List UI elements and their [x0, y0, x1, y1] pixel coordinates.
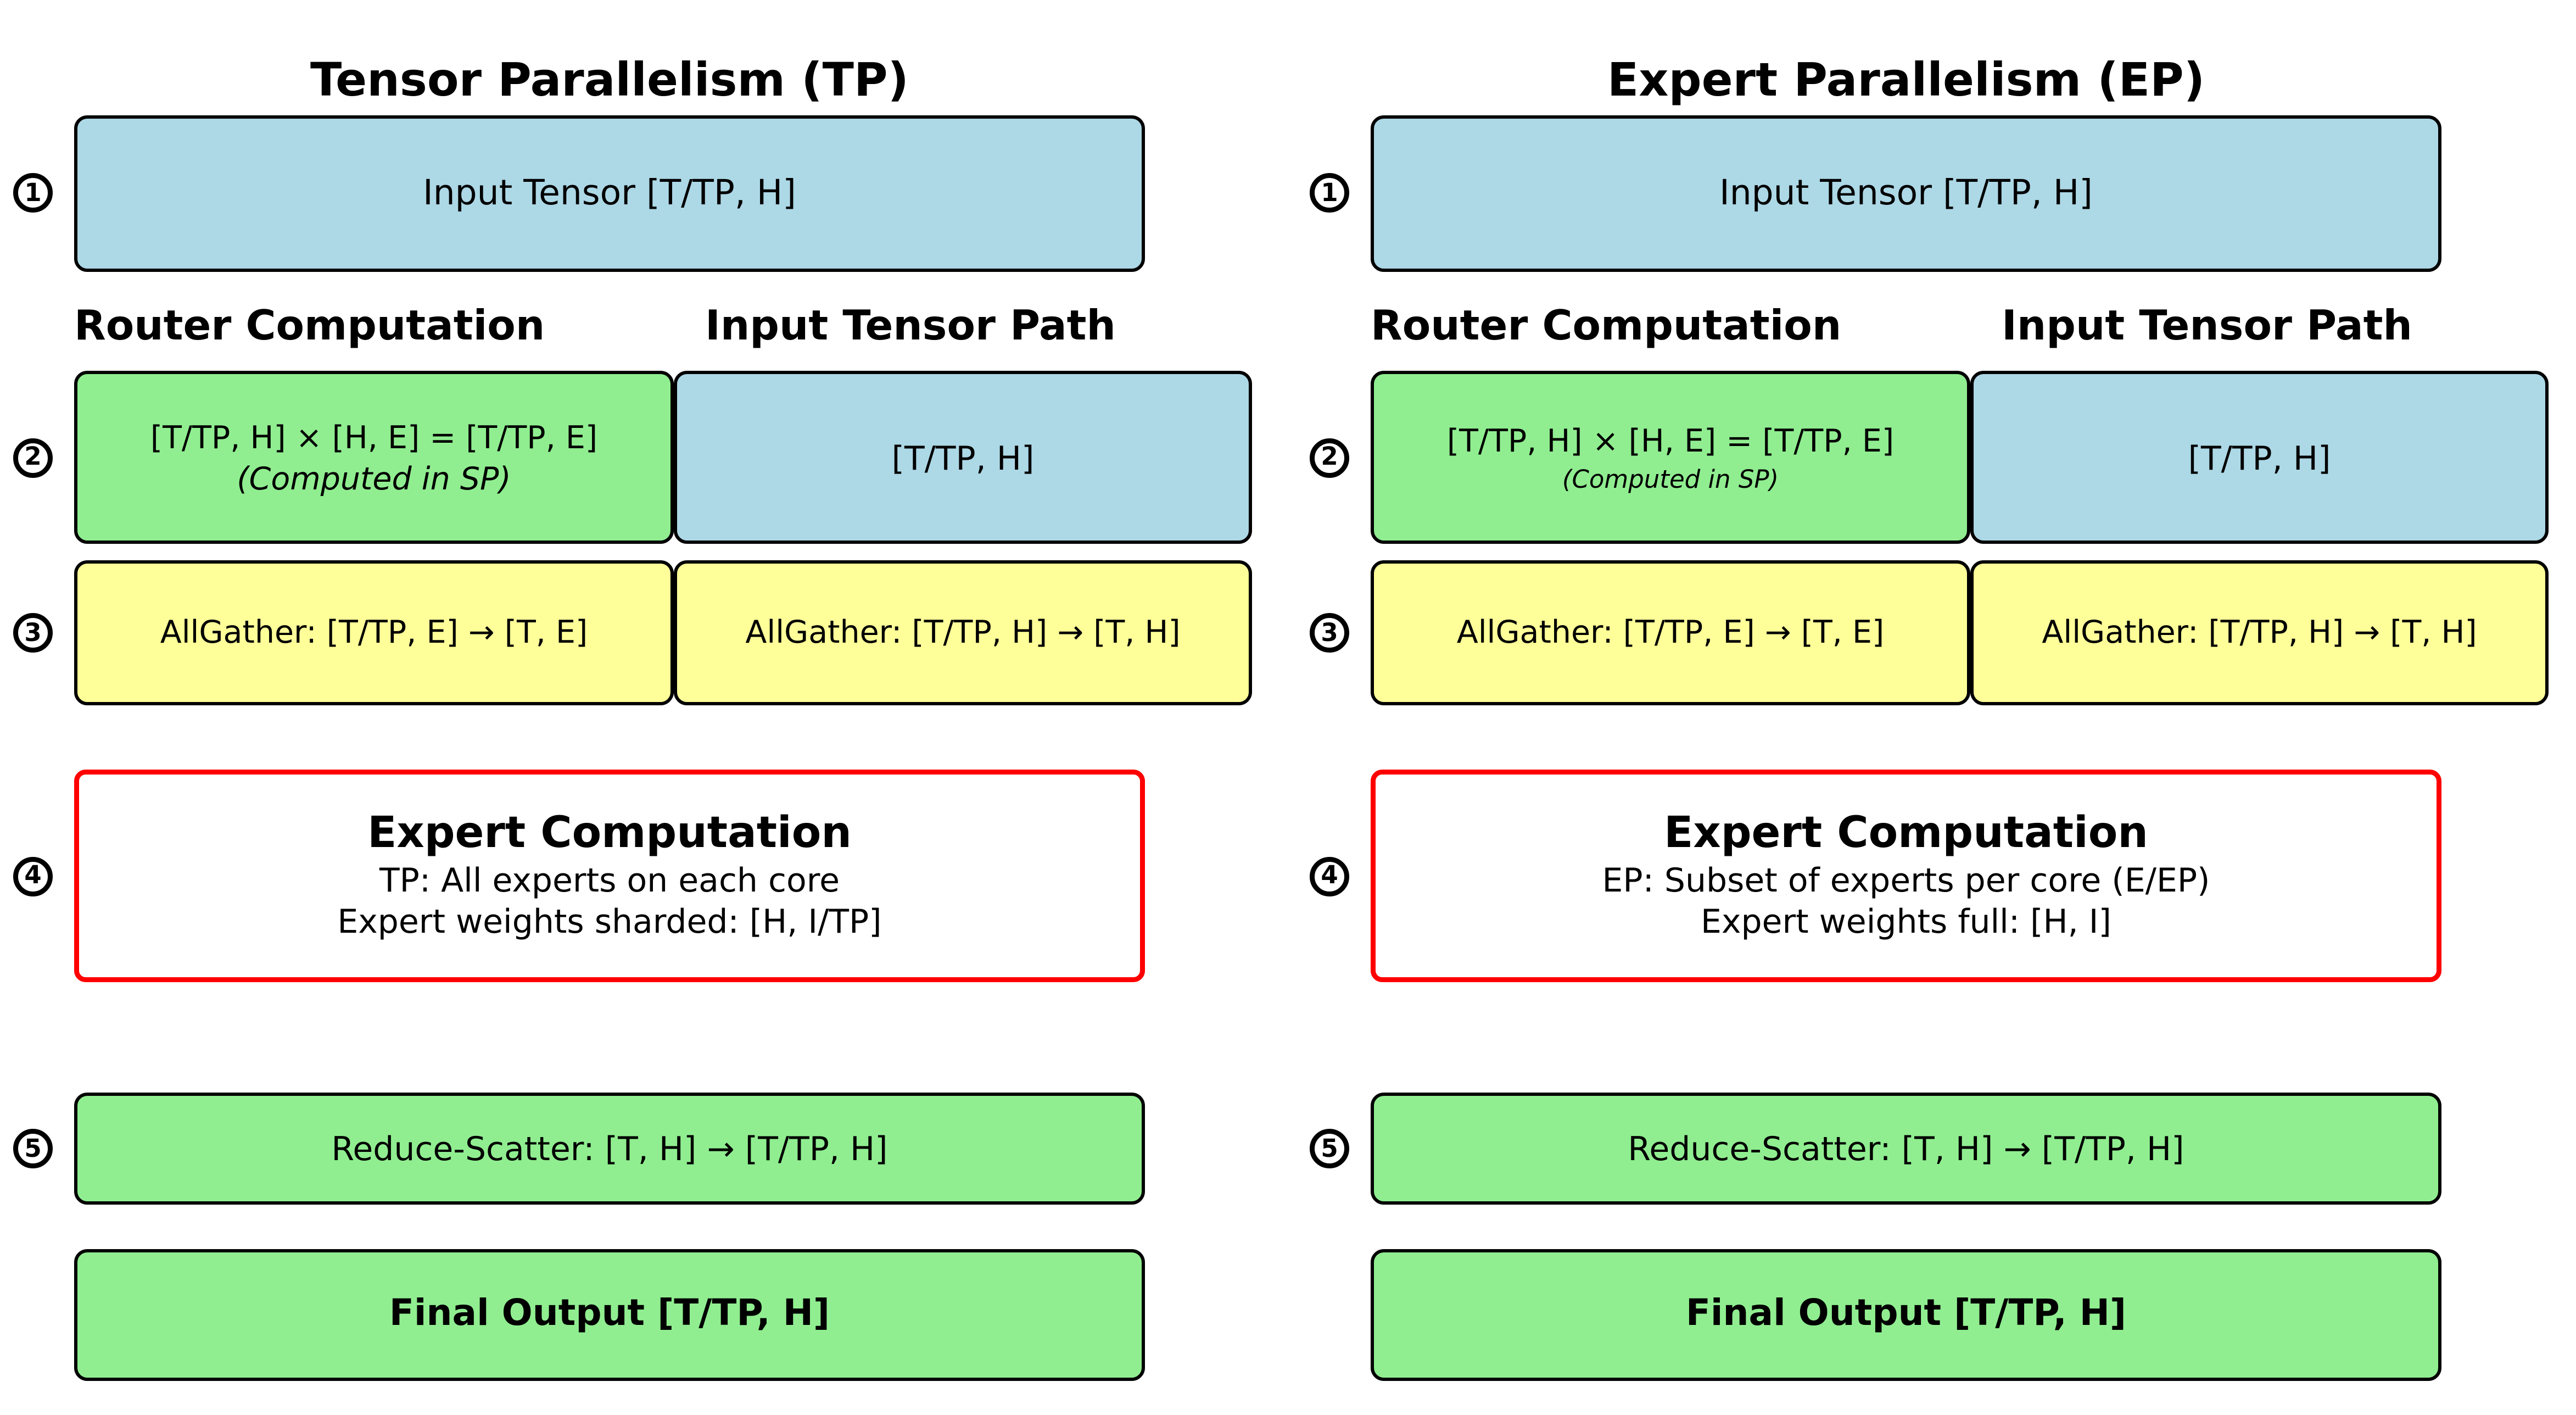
ep-input-tensor-box: Input Tensor [T/TP, H]: [1371, 115, 2441, 272]
tp-step-3-badge: 3: [13, 613, 53, 653]
ep-step-5-badge: 5: [1310, 1129, 1349, 1168]
ep-expert-line2: Expert weights full: [H, I]: [1701, 901, 2111, 941]
ep-final-output-label: Final Output [T/TP, H]: [1685, 1293, 2127, 1335]
tp-router-note: (Computed in SP): [237, 460, 511, 497]
tp-path-allgather-box: AllGather: [T/TP, H] → [T, H]: [674, 560, 1252, 705]
tp-router-computation-box: [T/TP, H] × [H, E] = [T/TP, E] (Computed…: [74, 371, 674, 544]
tp-router-formula: [T/TP, H] × [H, E] = [T/TP, E]: [150, 419, 598, 456]
ep-reduce-scatter-label: Reduce-Scatter: [T, H] → [T/TP, H]: [1628, 1129, 2184, 1168]
ep-input-tensor-path-header: Input Tensor Path: [2002, 302, 2412, 349]
tp-final-output-label: Final Output [T/TP, H]: [389, 1293, 830, 1335]
ep-path-allgather-box: AllGather: [T/TP, H] → [T, H]: [1970, 560, 2549, 705]
ep-column-title: Expert Parallelism (EP): [1607, 53, 2205, 107]
tp-input-tensor-path-header: Input Tensor Path: [705, 302, 1116, 349]
tp-step-2-badge: 2: [13, 437, 53, 477]
step-number: 3: [24, 617, 42, 647]
ep-router-allgather-label: AllGather: [T/TP, E] → [T, E]: [1456, 614, 1885, 650]
ep-expert-computation-box: Expert Computation EP: Subset of experts…: [1371, 770, 2441, 982]
ep-step-2-badge: 2: [1310, 437, 1349, 477]
ep-step-1-badge: 1: [1310, 173, 1349, 213]
tp-final-output-box: Final Output [T/TP, H]: [74, 1249, 1145, 1381]
tp-expert-computation-title: Expert Computation: [367, 809, 852, 859]
ep-expert-line1: EP: Subset of experts per core (E/EP): [1602, 860, 2210, 900]
tp-expert-computation-box: Expert Computation TP: All experts on ea…: [74, 770, 1145, 982]
tp-router-computation-header: Router Computation: [74, 302, 545, 349]
ep-path-value: [T/TP, H]: [2188, 437, 2331, 477]
step-number: 2: [1321, 442, 1338, 471]
tp-step-4-badge: 4: [13, 856, 53, 896]
step-number: 5: [1321, 1133, 1338, 1163]
tp-input-tensor-label: Input Tensor [T/TP, H]: [423, 172, 796, 213]
ep-step-3-badge: 3: [1310, 613, 1349, 653]
step-number: 2: [24, 442, 42, 471]
ep-column: Expert Parallelism (EP) 1 2 3 4 5 Input …: [1297, 0, 2576, 1415]
ep-final-output-box: Final Output [T/TP, H]: [1371, 1249, 2441, 1381]
ep-reduce-scatter-box: Reduce-Scatter: [T, H] → [T/TP, H]: [1371, 1093, 2441, 1205]
tp-step-1-badge: 1: [13, 173, 53, 213]
tp-path-value: [T/TP, H]: [891, 437, 1035, 477]
tp-column-title: Tensor Parallelism (TP): [310, 53, 909, 107]
tp-step-5-badge: 5: [13, 1129, 53, 1168]
tp-input-tensor-path-box: [T/TP, H]: [674, 371, 1252, 544]
tp-path-allgather-label: AllGather: [T/TP, H] → [T, H]: [745, 614, 1181, 650]
ep-router-formula: [T/TP, H] × [H, E] = [T/TP, E]: [1446, 422, 1895, 459]
step-number: 3: [1321, 617, 1338, 647]
step-number: 5: [24, 1133, 42, 1163]
ep-input-tensor-label: Input Tensor [T/TP, H]: [1719, 172, 2093, 213]
ep-expert-computation-title: Expert Computation: [1664, 809, 2148, 859]
ep-path-allgather-label: AllGather: [T/TP, H] → [T, H]: [2042, 614, 2477, 650]
step-number: 4: [24, 860, 42, 890]
tp-reduce-scatter-box: Reduce-Scatter: [T, H] → [T/TP, H]: [74, 1093, 1145, 1205]
ep-router-computation-box: [T/TP, H] × [H, E] = [T/TP, E] (Computed…: [1371, 371, 1970, 544]
ep-router-allgather-box: AllGather: [T/TP, E] → [T, E]: [1371, 560, 1970, 705]
step-number: 1: [1321, 177, 1338, 207]
tp-column: Tensor Parallelism (TP) 1 2 3 4 5 Input …: [13, 53, 1252, 1381]
tp-reduce-scatter-label: Reduce-Scatter: [T, H] → [T/TP, H]: [331, 1129, 888, 1168]
step-number: 4: [1321, 860, 1338, 890]
step-number: 1: [24, 177, 42, 207]
tp-input-tensor-box: Input Tensor [T/TP, H]: [74, 115, 1145, 272]
ep-router-note: (Computed in SP): [1562, 464, 1779, 494]
ep-router-computation-header: Router Computation: [1371, 302, 1842, 349]
tp-router-allgather-box: AllGather: [T/TP, E] → [T, E]: [74, 560, 674, 705]
tp-router-allgather-label: AllGather: [T/TP, E] → [T, E]: [160, 614, 588, 650]
tp-expert-line1: TP: All experts on each core: [379, 860, 840, 900]
ep-input-tensor-path-box: [T/TP, H]: [1970, 371, 2549, 544]
tp-expert-line2: Expert weights sharded: [H, I/TP]: [337, 901, 882, 941]
ep-step-4-badge: 4: [1310, 856, 1349, 896]
